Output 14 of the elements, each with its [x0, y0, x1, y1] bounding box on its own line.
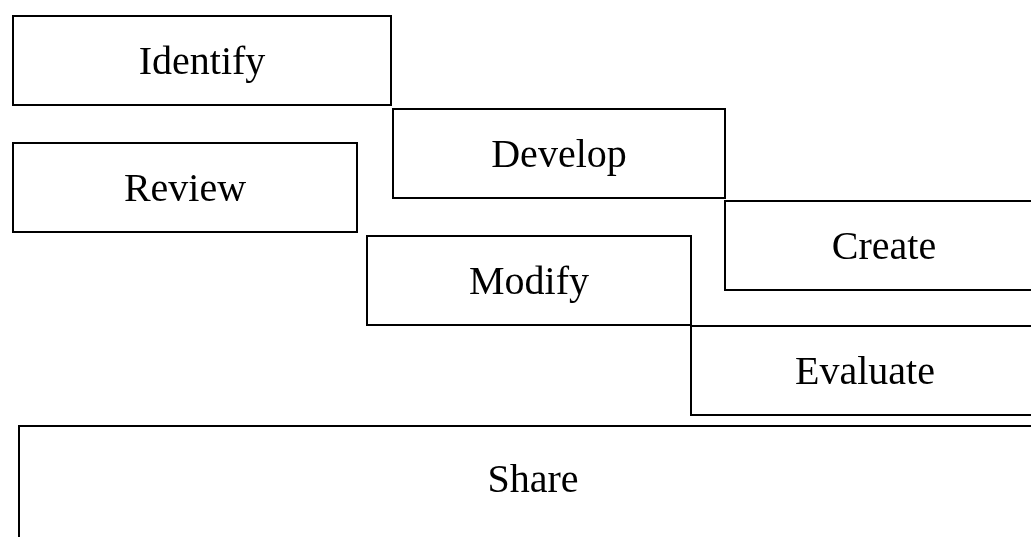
process-box [690, 325, 1031, 416]
process-box [392, 108, 726, 199]
step-label: Develop [491, 130, 627, 177]
step-label: Share [487, 455, 579, 502]
step-label: Evaluate [795, 347, 935, 394]
process-box [12, 142, 358, 233]
step-label: Modify [469, 257, 589, 304]
step-label: Create [831, 222, 937, 269]
process-box [366, 235, 692, 326]
process-box [724, 200, 1031, 291]
step-label: Review [123, 164, 247, 211]
step-label: Identify [138, 37, 266, 84]
process-box [18, 425, 1031, 537]
process-box [12, 15, 392, 106]
